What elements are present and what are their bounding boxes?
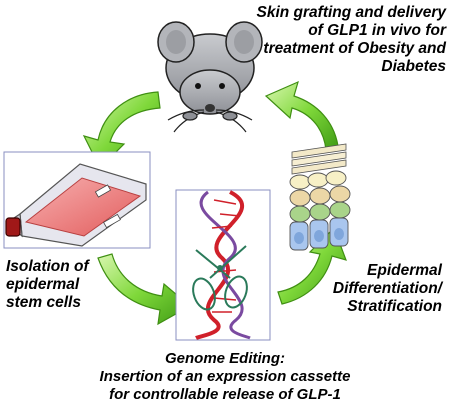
label-skin-grafting-delivery: Skin grafting and delivery of GLP1 in vi… bbox=[257, 4, 447, 76]
label-isolation-stem-cells: Isolation of epidermal stem cells bbox=[6, 258, 89, 312]
label-line: Epidermal bbox=[367, 262, 442, 279]
label-line: of GLP1 in vivo for bbox=[308, 22, 446, 39]
label-line: stem cells bbox=[6, 294, 81, 311]
label-line: Genome Editing: bbox=[165, 350, 285, 367]
label-line: Differentiation/ bbox=[332, 280, 442, 297]
label-epidermal-differentiation: Epidermal Differentiation/ Stratificatio… bbox=[333, 262, 442, 316]
label-line: Stratification bbox=[347, 298, 442, 315]
culture-flask-icon bbox=[3, 151, 151, 249]
cycle-arrow-top-right bbox=[264, 80, 339, 151]
label-line: Insertion of an expression cassette bbox=[99, 368, 351, 385]
label-line: epidermal bbox=[6, 276, 80, 293]
label-line: Diabetes bbox=[381, 58, 446, 75]
label-genome-editing: Genome Editing: Insertion of an expressi… bbox=[0, 350, 450, 404]
mouse-icon bbox=[157, 21, 263, 133]
label-line: Skin grafting and delivery bbox=[256, 4, 447, 21]
dna-scissors-icon bbox=[175, 189, 271, 341]
epidermis-layers-icon bbox=[289, 143, 351, 251]
label-line: for controllable release of GLP-1 bbox=[109, 386, 341, 403]
label-line: treatment of Obesity and bbox=[263, 40, 446, 57]
label-line: Isolation of bbox=[6, 258, 89, 275]
